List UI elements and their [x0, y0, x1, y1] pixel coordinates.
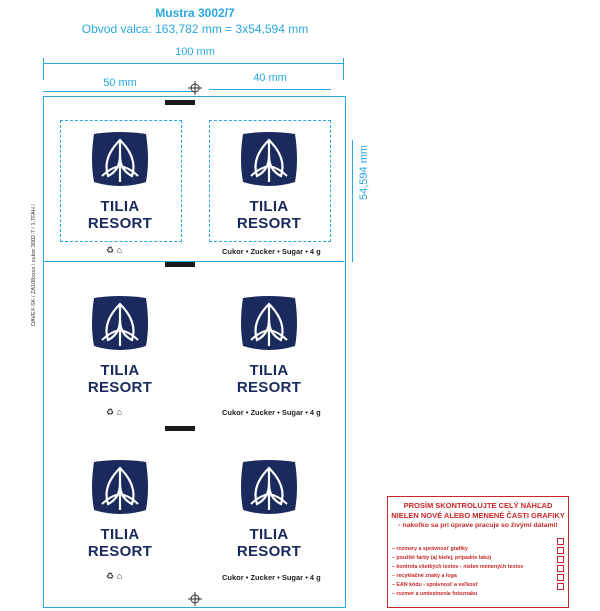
tilia-leaf-icon: [92, 460, 148, 514]
checklist-item: – recyklačné znaky a loga: [392, 564, 568, 579]
logo-line1: TILIA: [249, 198, 289, 215]
print-bar: [165, 100, 195, 105]
logo-line1: TILIA: [100, 198, 140, 215]
checklist-item-text: – recyklačné znaky a loga: [392, 573, 457, 579]
checklist-item-text: – rozmer a umiestnenie fotoznaku: [392, 591, 478, 597]
logo-line1: TILIA: [249, 526, 289, 543]
tilia-logo: TILIA RESORT: [209, 130, 329, 232]
checklist-item-text: – rozmery a správnosť grafiky: [392, 546, 468, 552]
product-description: Cukor • Zucker • Sugar • 4 g: [222, 247, 321, 256]
checklist-item-text: – použité farby (aj bielej, prípadne lak…: [392, 555, 492, 561]
logo-line2: RESORT: [87, 543, 153, 560]
logo-line2: RESORT: [236, 543, 302, 560]
product-description: Cukor • Zucker • Sugar • 4 g: [222, 573, 321, 582]
checklist-item: – rozmer a umiestnenie fotoznaku: [392, 582, 568, 597]
logo-line2: RESORT: [87, 215, 153, 232]
tilia-leaf-icon: [92, 296, 148, 350]
proof-checklist: PROSÍM SKONTROLUJTE CELÝ NÁHĽAD NIELEN N…: [387, 496, 569, 608]
right-width-label: 40 mm: [253, 72, 287, 84]
recycle-icon: ♻ ⌂: [106, 245, 123, 255]
logo-line2: RESORT: [236, 379, 302, 396]
checkbox[interactable]: [557, 565, 564, 572]
safe-zone-left: [60, 120, 182, 242]
row-divider: [43, 261, 344, 262]
logo-line1: TILIA: [100, 526, 140, 543]
checklist-title-1: PROSÍM SKONTROLUJTE CELÝ NÁHĽAD: [403, 501, 553, 510]
pattern-title: Mustra 3002/7: [155, 6, 235, 20]
checklist-title-3: - nakoľko sa pri úprave pracuje so živým…: [398, 522, 558, 529]
tilia-leaf-icon: [241, 296, 297, 350]
checklist-item: – použité farby (aj bielej, prípadne lak…: [392, 546, 568, 561]
checklist-title-2: NIELEN NOVÉ ALEBO MENENÉ ČASTI GRAFIKY: [391, 511, 565, 520]
left-width-label: 50 mm: [103, 77, 137, 89]
tilia-logo: TILIA RESORT: [209, 458, 329, 560]
recycle-icon: ♻ ⌂: [106, 407, 123, 417]
checklist-item-text: – EAN kódu - správnosť a veľkosť: [392, 582, 479, 588]
side-print-code: DAVEX-SK / ZA108xxxx / cukor 3002-7 / 1,…: [31, 204, 37, 326]
print-bar: [165, 262, 195, 267]
checkbox[interactable]: [557, 547, 564, 554]
print-bar: [165, 426, 195, 431]
registration-mark-top: [188, 81, 202, 95]
tilia-logo: TILIA RESORT: [60, 130, 180, 232]
logo-line1: TILIA: [249, 362, 289, 379]
height-label: 54,594 mm: [358, 144, 370, 200]
checklist-item: – rozmery a správnosť grafiky: [392, 537, 568, 552]
tilia-logo: TILIA RESORT: [60, 294, 180, 396]
checkbox[interactable]: [557, 574, 564, 581]
product-description: Cukor • Zucker • Sugar • 4 g: [222, 408, 321, 417]
total-width-label: 100 mm: [175, 46, 215, 58]
recycle-icon: ♻ ⌂: [106, 571, 123, 581]
tilia-leaf-icon: [241, 460, 297, 514]
tilia-logo: TILIA RESORT: [209, 294, 329, 396]
logo-line2: RESORT: [236, 215, 302, 232]
logo-line1: TILIA: [100, 362, 140, 379]
height-dimension-line: [352, 140, 353, 262]
tilia-leaf-icon: [92, 132, 148, 186]
tilia-leaf-icon: [241, 132, 297, 186]
checklist-item: – kontrola všetkých textov - nielen mene…: [392, 555, 568, 570]
tilia-logo: TILIA RESORT: [60, 458, 180, 560]
cylinder-circumference: Obvod valca: 163,782 mm = 3x54,594 mm: [81, 22, 309, 36]
checkbox[interactable]: [557, 538, 564, 545]
checkbox[interactable]: [557, 583, 564, 590]
checkbox[interactable]: [557, 556, 564, 563]
checklist-item: – EAN kódu - správnosť a veľkosť: [392, 573, 568, 588]
logo-line2: RESORT: [87, 379, 153, 396]
checklist-item-text: – kontrola všetkých textov - nielen mene…: [392, 564, 524, 570]
safe-zone-right: [209, 120, 331, 242]
